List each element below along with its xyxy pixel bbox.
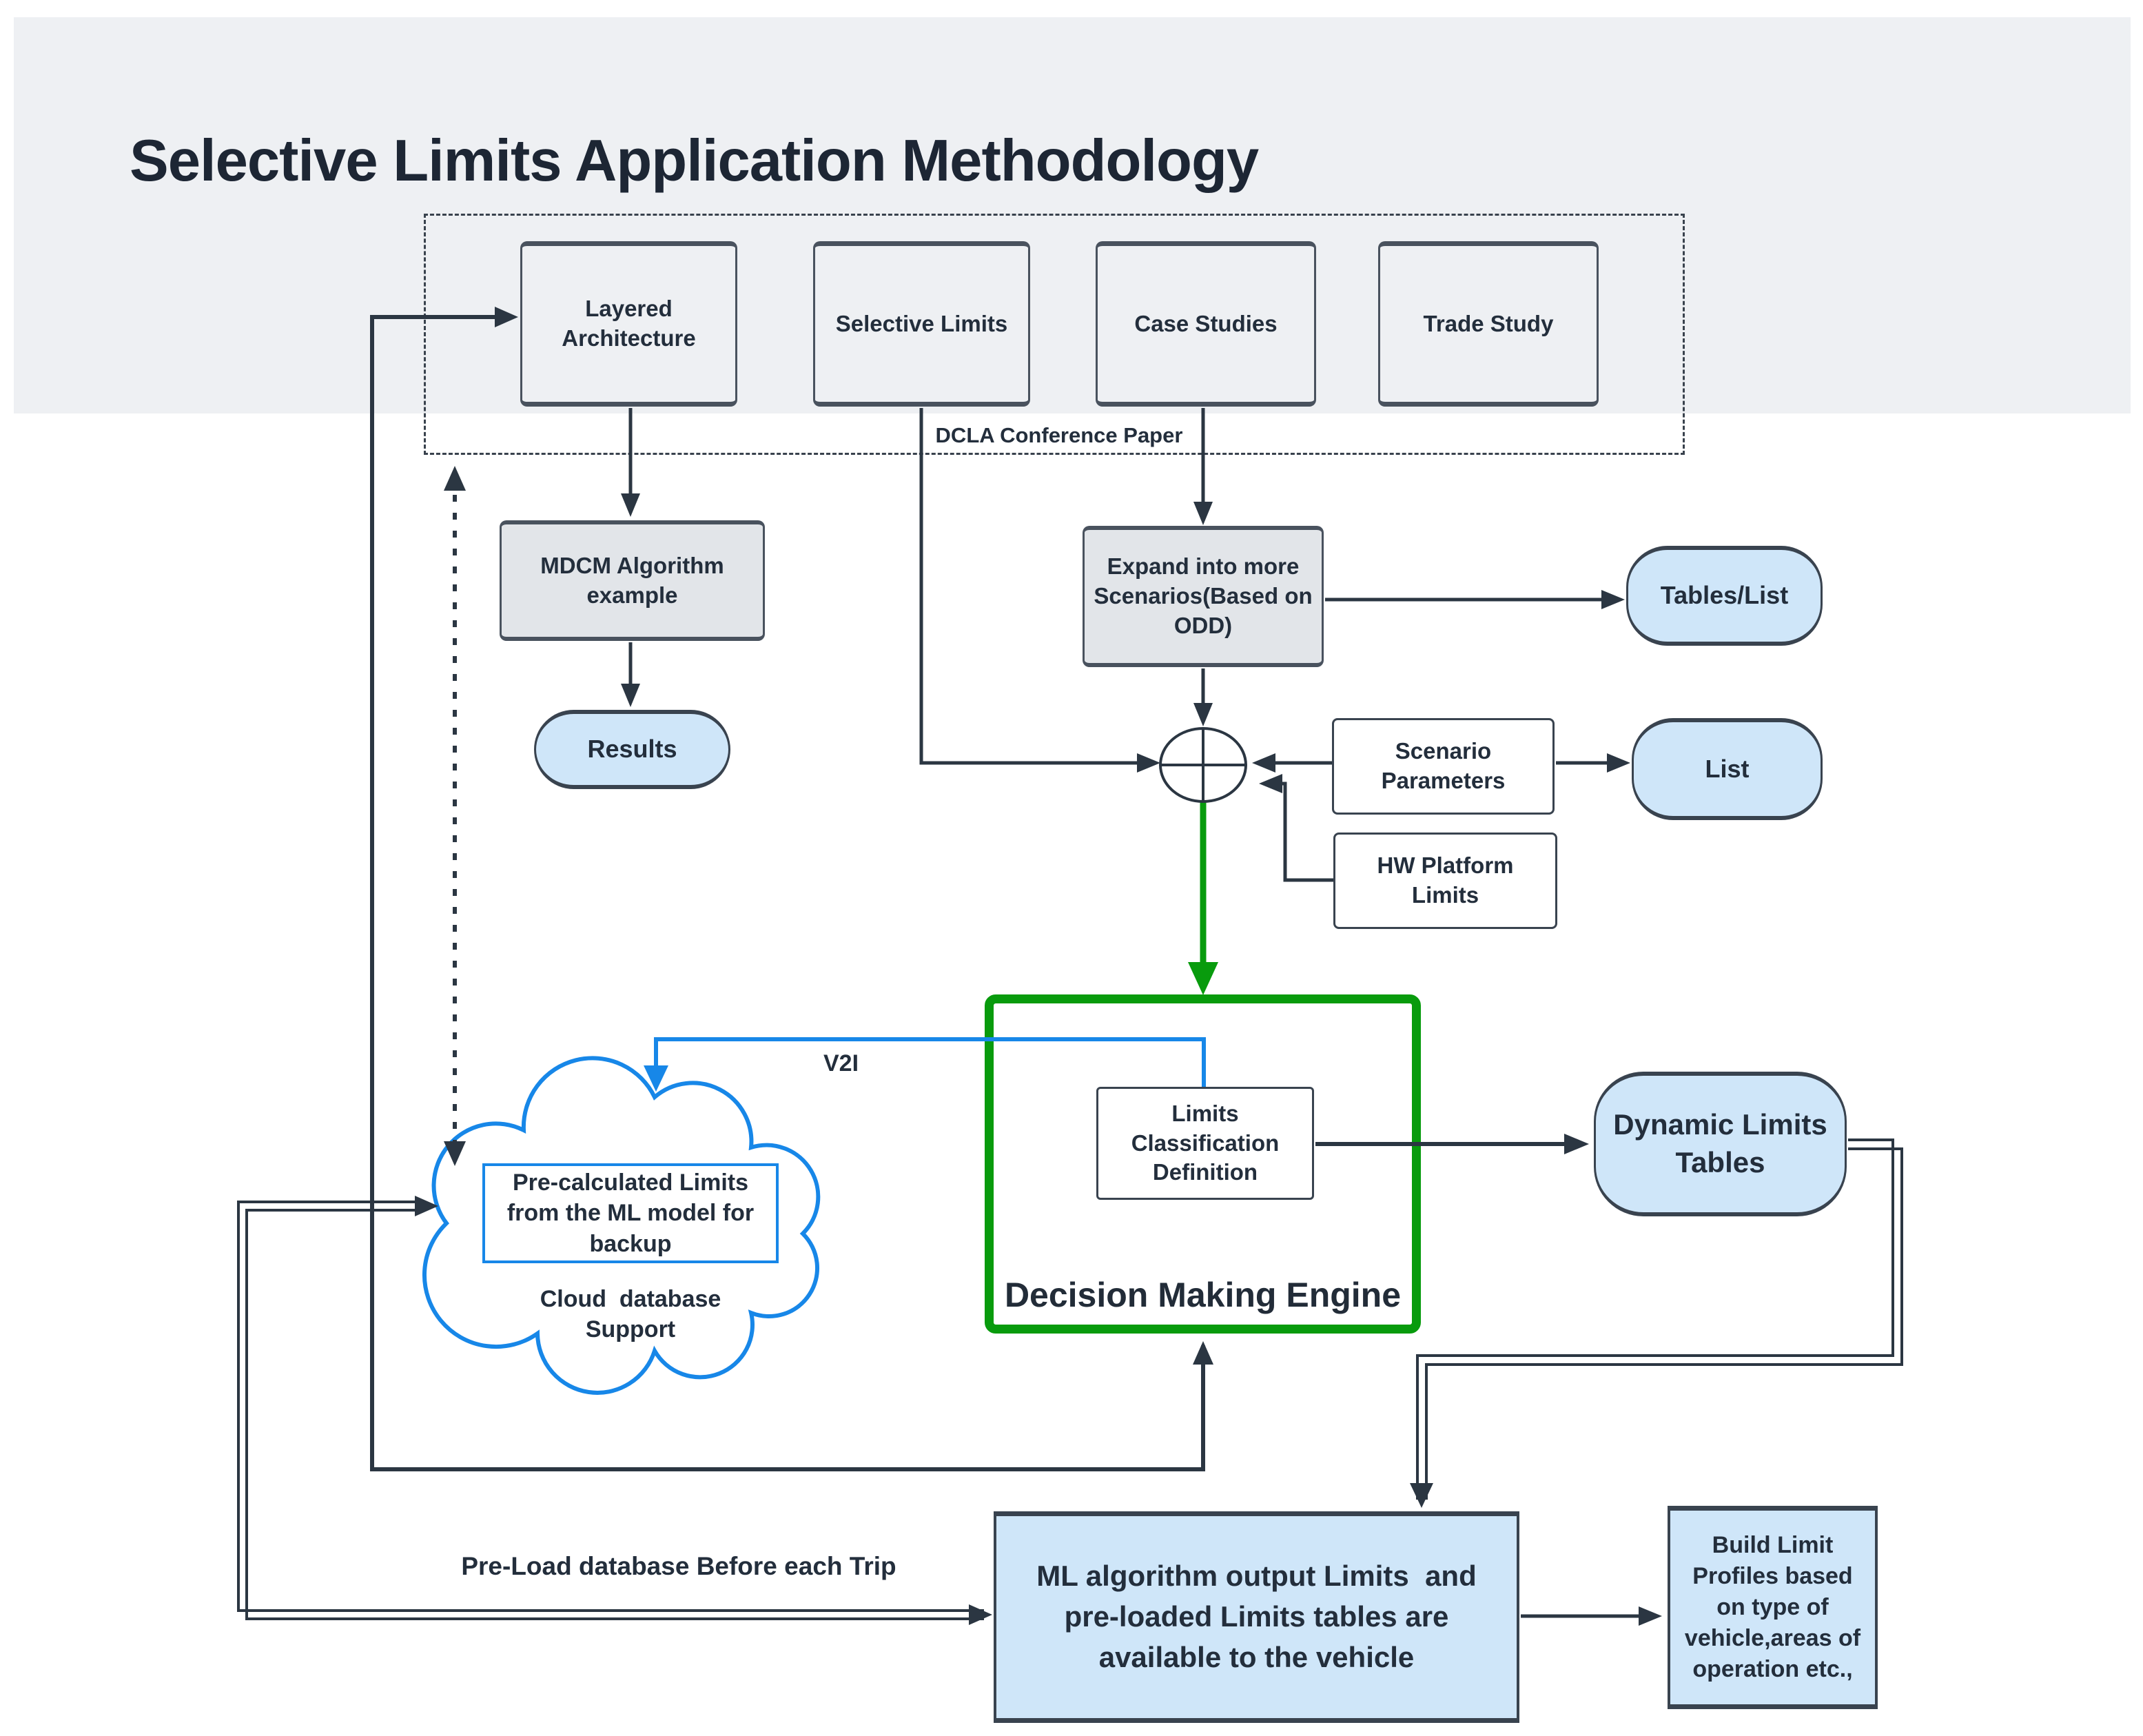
- cloud-database-support-label: Cloud database Support: [540, 1285, 721, 1342]
- node-expand-scenarios: Expand into more Scenarios(Based on ODD): [1083, 526, 1324, 667]
- node-tables-list: Tables/List: [1626, 546, 1823, 646]
- node-case-studies: Case Studies: [1096, 241, 1316, 407]
- dcla-paper-caption: DCLA Conference Paper: [935, 423, 1183, 447]
- node-list: List: [1632, 718, 1823, 820]
- decision-making-engine-title: Decision Making Engine: [1004, 1276, 1402, 1314]
- node-scenario-parameters: Scenario Parameters: [1332, 718, 1555, 815]
- node-selective-limits: Selective Limits: [813, 241, 1030, 407]
- node-trade-study: Trade Study: [1378, 241, 1599, 407]
- node-layered-architecture: Layered Architecture: [520, 241, 737, 407]
- page-title: Selective Limits Application Methodology: [130, 127, 1259, 194]
- node-limits-classification: Limits Classification Definition: [1096, 1087, 1314, 1200]
- node-hw-platform-limits: HW Platform Limits: [1333, 833, 1557, 929]
- node-results: Results: [534, 710, 730, 789]
- node-dynamic-limits-tables: Dynamic Limits Tables: [1594, 1072, 1847, 1216]
- node-mdcm-algorithm: MDCM Algorithm example: [500, 520, 765, 641]
- preload-database-label: Pre-Load database Before each Trip: [461, 1552, 896, 1580]
- cloud-precalculated-limits: Pre-calculated Limits from the ML model …: [482, 1163, 779, 1263]
- node-ml-output-limits: ML algorithm output Limits and pre-loade…: [994, 1511, 1519, 1723]
- node-build-limit-profiles: Build Limit Profiles based on type of ve…: [1668, 1506, 1878, 1709]
- v2i-label: V2I: [823, 1050, 859, 1076]
